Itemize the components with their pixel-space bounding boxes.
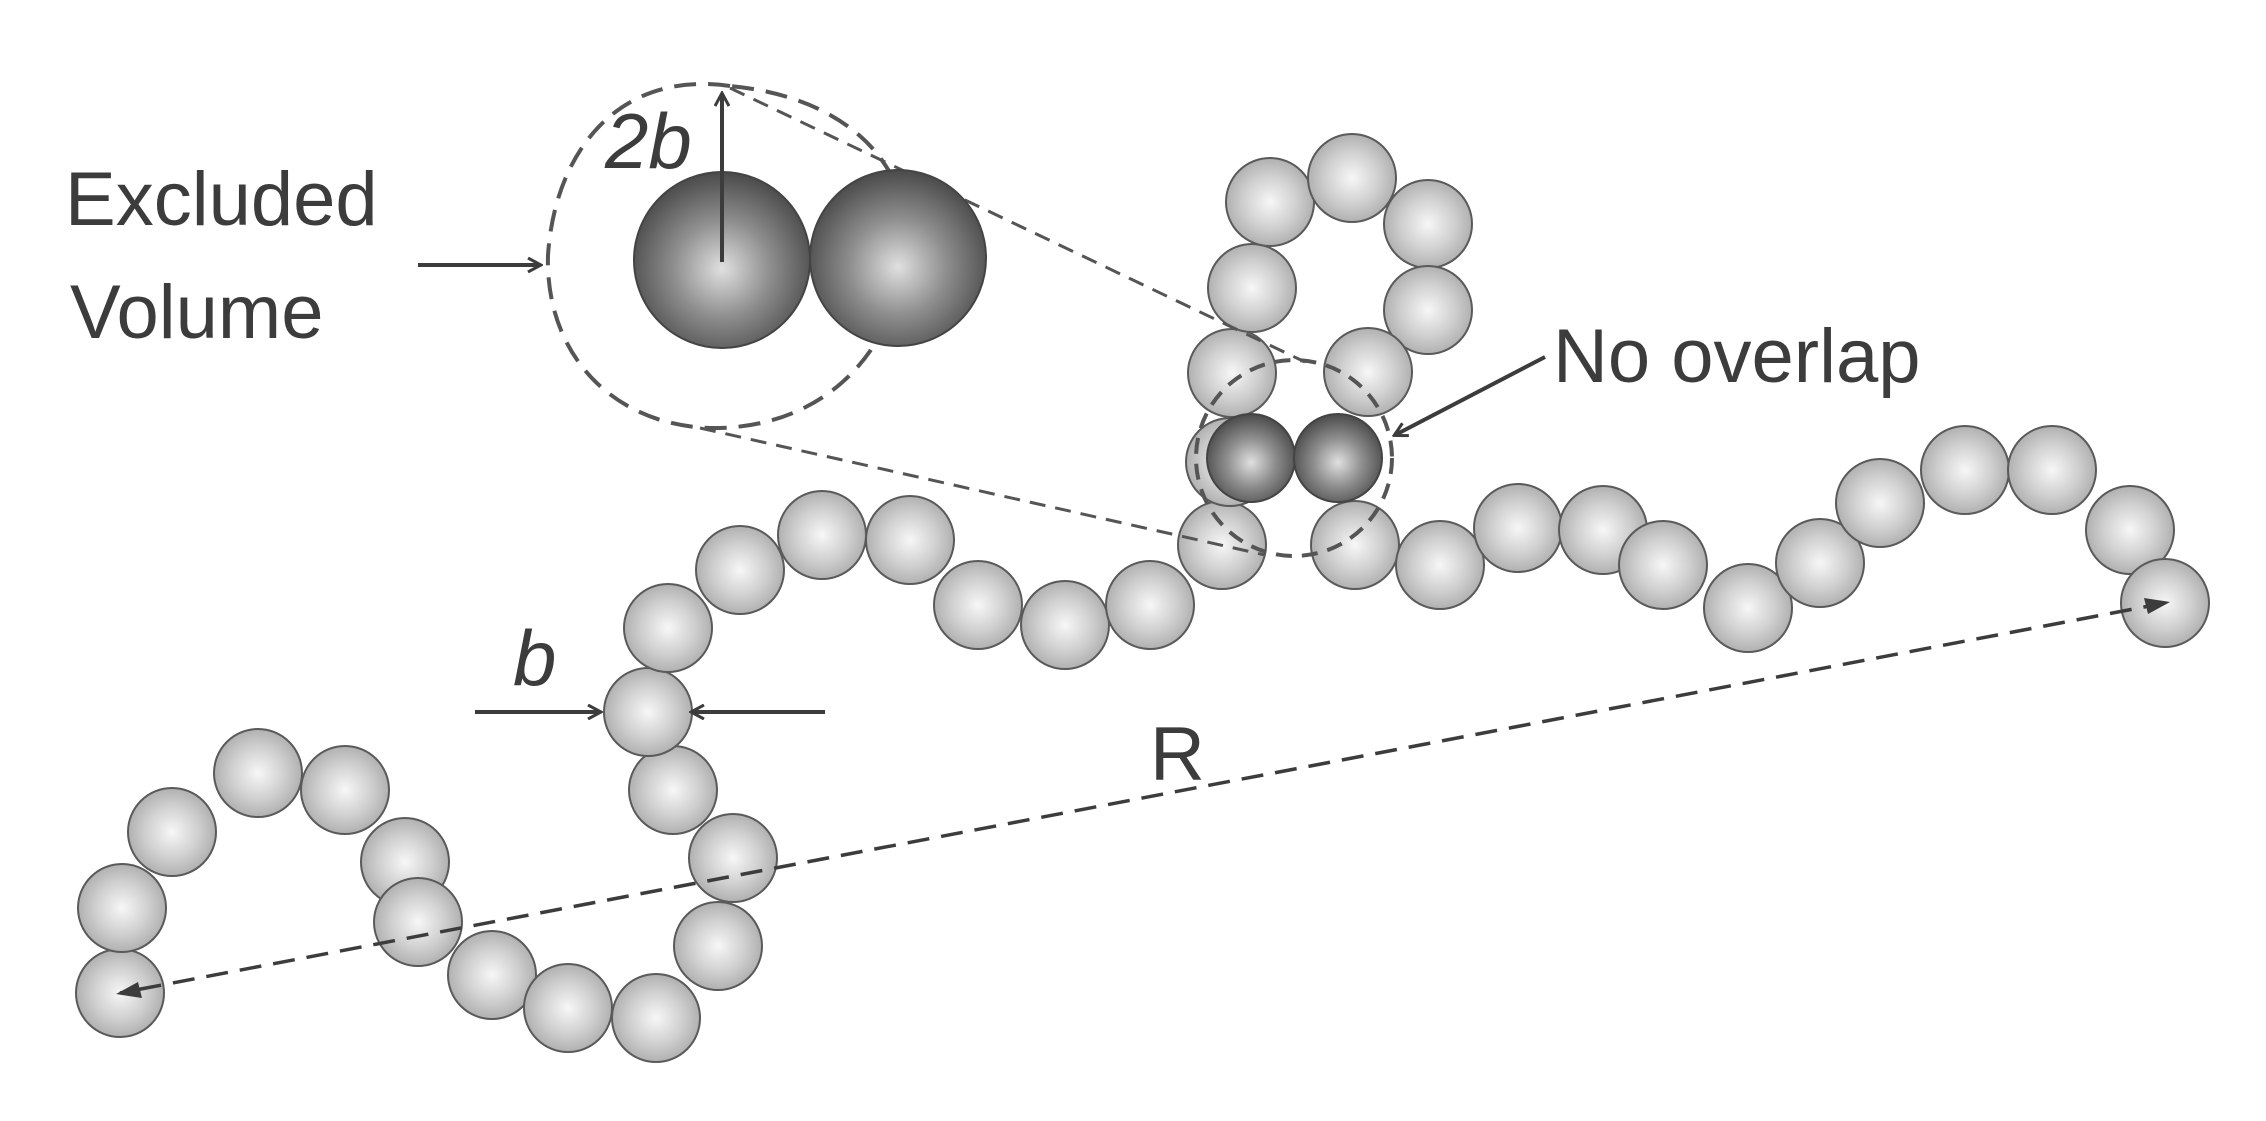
chain-bead [2007,425,2097,515]
chain-bead [1323,327,1413,417]
chain-bead [1703,563,1793,653]
chain-bead [673,901,763,991]
end-to-end-arrowhead-right [2144,598,2170,614]
bead-diameter-label: b [513,614,556,702]
chain-bead [865,495,955,585]
chain-bead [1395,520,1485,610]
chain-bead [2085,485,2175,575]
two-b-label: 2b [604,97,692,185]
chain-bead [213,728,303,818]
no-overlap-circle [1194,358,1394,558]
chain-bead [623,583,713,673]
chain-bead [373,877,463,967]
excluded-volume-label-line2: Volume [70,270,324,355]
chain-bead [628,745,718,835]
no-overlap-label: No overlap [1553,314,1921,399]
chain-bead [523,963,613,1053]
chain-bead [688,813,778,903]
zoom-projection-top [729,86,1306,364]
chain-bead [1105,560,1195,650]
highlighted-bead-left [1206,413,1296,503]
chain-bead [1020,580,1110,670]
chain-bead [1618,520,1708,610]
chain-bead [933,560,1023,650]
chain-bead [695,525,785,615]
chain-bead [777,490,867,580]
chain-bead [1207,243,1297,333]
chain-bead [1920,425,2010,515]
end-to-end-vector [119,601,2166,995]
chain-bead [77,863,167,953]
zoom-projection-bottom [699,426,1266,557]
chain-bead [611,973,701,1063]
no-overlap-arrow [1395,355,1546,435]
polymer-chain [75,133,2210,1063]
chain-bead [1187,328,1277,418]
chain-bead [1307,133,1397,223]
end-to-end-arrowhead-left [116,982,142,998]
zoomed-bead-right [809,169,987,347]
chain-bead [1473,483,1563,573]
chain-bead [1383,265,1473,355]
excluded-volume-label-line1: Excluded [65,157,378,242]
chain-bead [1225,157,1315,247]
chain-bead [1775,518,1865,608]
chain-bead [603,667,693,757]
chain-bead [447,930,537,1020]
highlighted-bead-right [1293,413,1383,503]
chain-bead [127,787,217,877]
chain-bead [300,745,390,835]
end-to-end-distance-label: R [1150,712,1205,797]
chain-bead [1310,500,1400,590]
chain-bead [1383,179,1473,269]
chain-bead [1835,458,1925,548]
